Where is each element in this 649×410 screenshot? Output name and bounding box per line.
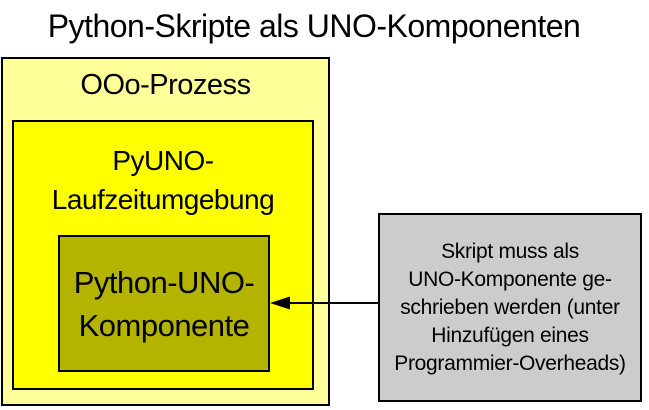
ooo-process-label: OOo-Prozess: [80, 69, 251, 101]
python-uno-component-label-line-1: Python-UNO-: [73, 264, 255, 300]
diagram-title: Python-Skripte als UNO-Komponenten: [47, 8, 581, 44]
note-box: Skript muss als UNO-Komponente ge- schri…: [378, 213, 642, 402]
note-line-4: Hinzufügen eines: [431, 323, 589, 347]
note-line-1: Skript muss als: [441, 239, 579, 263]
pyuno-runtime-label-line-2: Laufzeitumgebung: [51, 184, 275, 215]
python-uno-component-label-line-2: Komponente: [78, 307, 250, 343]
note-line-3: schrieben werden (unter: [400, 295, 620, 319]
left-arrow-icon: [270, 296, 380, 310]
pyuno-runtime-box: PyUNO- Laufzeitumgebung Python-UNO- Komp…: [12, 120, 314, 390]
pyuno-runtime-label: PyUNO- Laufzeitumgebung: [14, 141, 312, 219]
note-line-2: UNO-Komponente ge-: [408, 267, 612, 291]
ooo-process-box: OOo-Prozess PyUNO- Laufzeitumgebung Pyth…: [1, 57, 330, 406]
note-line-5: Programmier-Overheads): [394, 351, 626, 375]
pyuno-runtime-label-line-1: PyUNO-: [112, 145, 214, 176]
python-uno-component-box: Python-UNO- Komponente: [58, 235, 270, 372]
